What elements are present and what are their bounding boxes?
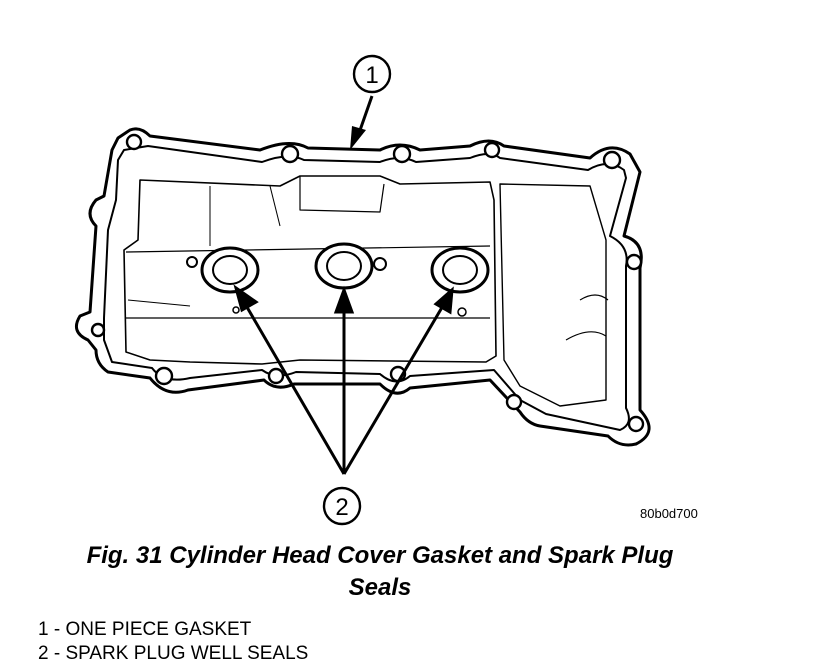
bolt-hole-icon xyxy=(392,144,412,164)
callout-1-number: 1 xyxy=(365,62,378,89)
bolt-hole-icon xyxy=(267,367,285,385)
bolt-hole-icon xyxy=(280,144,300,164)
callout-2-arrows xyxy=(233,284,454,475)
figure-caption: Fig. 31 Cylinder Head Cover Gasket and S… xyxy=(0,540,760,604)
head-cover-body xyxy=(74,127,651,447)
arrowhead-icon xyxy=(350,126,366,150)
arrowhead-icon xyxy=(233,284,259,313)
spark-plug-well-seal-icon xyxy=(314,242,387,290)
bolt-hole-icon xyxy=(602,150,622,170)
legend-item: 1 - ONE PIECE GASKET xyxy=(38,619,252,640)
bolt-hole-icon xyxy=(627,415,645,433)
bolt-hole-icon xyxy=(505,393,523,411)
bolt-hole-icon xyxy=(90,322,106,338)
callout-2: 2 xyxy=(322,486,362,526)
caption-line-2: Seals xyxy=(348,574,412,601)
bolt-hole-icon xyxy=(483,141,501,159)
spark-plug-wells xyxy=(186,242,490,317)
bolt-hole-icon xyxy=(625,253,643,271)
arrowhead-icon xyxy=(333,285,355,314)
bolt-holes xyxy=(90,133,645,433)
legend: 1 - ONE PIECE GASKET 2 - SPARK PLUG WELL… xyxy=(38,618,308,666)
bolt-hole-icon xyxy=(154,366,174,386)
cylinder-head-cover-drawing: 1 2 xyxy=(74,54,651,526)
bolt-hole-icon xyxy=(125,133,143,151)
caption-line-1: Fig. 31 Cylinder Head Cover Gasket and S… xyxy=(86,542,674,569)
image-code: 80b0d700 xyxy=(640,506,698,521)
callout-1: 1 xyxy=(350,54,392,150)
arrowhead-icon xyxy=(433,286,454,315)
spark-plug-well-seal-icon xyxy=(186,246,260,294)
callout-2-number: 2 xyxy=(335,494,348,521)
spark-plug-well-seal-icon xyxy=(430,246,490,317)
legend-item: 2 - SPARK PLUG WELL SEALS xyxy=(38,643,309,664)
